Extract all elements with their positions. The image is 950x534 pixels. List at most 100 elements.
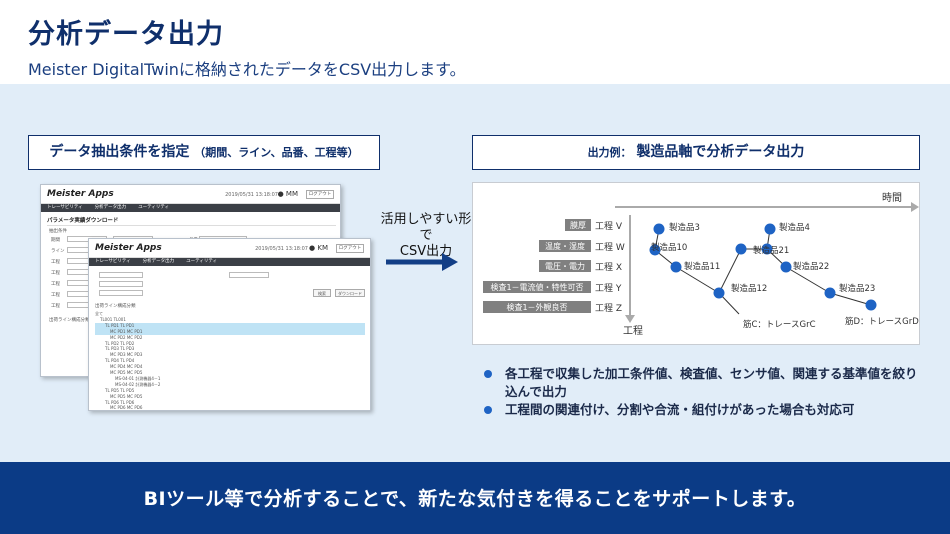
condition-select-3[interactable]: [99, 290, 143, 296]
app-nav: トレーサビリティ 分析データ出力 ユーティリティ: [41, 204, 340, 212]
field-label-period: 期間: [51, 238, 60, 243]
user-name: MM: [285, 190, 298, 198]
process-tag: 検査1－外観良否: [506, 302, 567, 312]
section-label: 抽出条件: [49, 229, 67, 234]
arrow-label: 活用しやすい形で CSV出力: [380, 212, 472, 260]
search-button[interactable]: 検索: [313, 289, 331, 297]
process-row-v: 膜厚 工程 V: [565, 219, 623, 232]
feature-item: 工程間の関連付け、分割や合流・組付けがあった場合も対応可: [482, 401, 922, 419]
tree-node[interactable]: TL PD3 TL PD3: [105, 346, 135, 352]
node-product-11: [670, 261, 682, 273]
trace-line: [675, 266, 720, 294]
feature-list: 各工程で収集した加工条件値、検査値、センサ値、関連する基準値を絞り込んで出力 工…: [482, 365, 922, 420]
condition-field-4[interactable]: [229, 272, 269, 278]
node-label: 製造品11: [684, 261, 720, 272]
tree-node[interactable]: TL PD1 TL PD1: [95, 322, 365, 329]
logout-button[interactable]: ログアウト: [306, 190, 334, 199]
nav-item-traceability[interactable]: トレーサビリティ: [47, 205, 83, 210]
field-label-process-5: 工程: [51, 304, 60, 309]
tree-node[interactable]: MC PD5 MC PD5: [110, 370, 143, 375]
app-datetime: 2019/05/31 13:18:07: [255, 246, 308, 252]
logout-button[interactable]: ログアウト: [336, 244, 364, 253]
condition-select-2[interactable]: [99, 281, 143, 287]
trace-diagram-svg: 時間 工程 膜厚 工程 V 温度・湿度 工程 W 電圧・電力 工程 X 検査1－…: [483, 192, 919, 337]
feature-item: 各工程で収集した加工条件値、検査値、センサ値、関連する基準値を絞り込んで出力: [482, 365, 922, 400]
nav-item-analysis-output[interactable]: 分析データ出力: [94, 205, 127, 210]
process-tag-bg: [539, 260, 591, 272]
node-label: 製造品22: [793, 261, 829, 272]
field-label-line: ライン: [51, 249, 65, 254]
app-header: Meister Apps 2019/05/31 13:18:07 ● MM ログ…: [41, 185, 340, 204]
trace-label-d: 筋D：トレースGrD: [845, 316, 919, 327]
process-label: 工程 W: [595, 242, 625, 253]
tree-node[interactable]: TL PD6 TL PD6: [105, 399, 135, 405]
process-axis-arrow-icon: [625, 315, 635, 323]
header: 分析データ出力 Meister DigitalTwinに格納されたデータをCSV…: [0, 0, 950, 84]
tree-node[interactable]: TL PD5 TL PD5: [105, 387, 135, 393]
process-tag-bg: [539, 240, 591, 252]
time-axis-arrow-icon: [911, 202, 919, 212]
nav-item-utility[interactable]: ユーティリティ: [186, 259, 218, 264]
tree-node[interactable]: MC PD5 MC PD5: [110, 393, 143, 399]
node-label: 製造品12: [731, 283, 767, 294]
tree-node[interactable]: MS-04-01 計測機器4－1: [115, 375, 161, 381]
tree-node[interactable]: 全て: [95, 311, 103, 316]
tree-node[interactable]: MC PD4 MC PD4: [110, 364, 143, 370]
condition-label: データ抽出条件を指定: [49, 144, 190, 160]
process-tag: 膜厚: [570, 220, 586, 230]
field-label-process-4: 工程: [51, 293, 60, 298]
tree-node[interactable]: TL PD2 TL PD2: [105, 340, 135, 346]
tree-node[interactable]: MC PD6 MC PD6: [110, 405, 143, 411]
node-product-4: [764, 223, 776, 235]
node-label: 製造品3: [669, 222, 700, 233]
tree-node[interactable]: TL001 TL001: [100, 316, 126, 322]
trace-label-c: 筋C：トレースGrC: [743, 319, 816, 330]
nav-item-utility[interactable]: ユーティリティ: [138, 205, 170, 210]
tree-node[interactable]: MS-04-02 計測機器4－2: [115, 381, 161, 387]
user-icon[interactable]: ● KM: [309, 244, 328, 252]
nav-item-traceability[interactable]: トレーサビリティ: [95, 259, 131, 264]
node-label: 製造品23: [839, 283, 875, 294]
node-product-12: [713, 287, 725, 299]
tree-label: 出荷ライン構成分類: [95, 304, 136, 309]
tree-node[interactable]: MC PD1 MC PD1: [95, 328, 365, 335]
app-logo: Meister Apps: [95, 243, 162, 253]
process-label: 工程 Z: [595, 303, 622, 314]
node-label: 製造品10: [651, 242, 687, 253]
process-label: 工程 X: [595, 262, 622, 273]
node-product-21: [761, 243, 773, 255]
footer-banner: BIツール等で分析することで、新たな気付きを得ることをサポートします。: [0, 462, 950, 534]
screenshot-tree-page: Meister Apps 2019/05/31 13:18:07 ● KM ログ…: [88, 238, 371, 411]
download-button[interactable]: ダウンロード: [335, 289, 365, 297]
tree-node[interactable]: TL PD4 TL PD4: [105, 358, 135, 364]
tree-node[interactable]: MC PD2 MC PD2: [110, 334, 143, 340]
process-label: 工程 Y: [595, 283, 622, 294]
process-tag: 検査1－電流値・特性可否: [490, 282, 583, 292]
time-axis-label: 時間: [882, 192, 902, 204]
process-tag-bg: [565, 219, 591, 231]
tree-node[interactable]: MC PD3 MC PD3: [110, 352, 143, 358]
app-header: Meister Apps 2019/05/31 13:18:07 ● KM ログ…: [89, 239, 370, 258]
process-label: 工程 V: [595, 221, 623, 232]
node-product-22: [780, 261, 792, 273]
process-row-x: 電圧・電力 工程 X: [539, 260, 622, 273]
node-product-23: [865, 299, 877, 311]
condition-select-1[interactable]: [99, 272, 143, 278]
node-product-3: [653, 223, 665, 235]
user-icon[interactable]: ● MM: [277, 190, 298, 198]
process-row-y: 検査1－電流値・特性可否 工程 Y: [483, 281, 622, 294]
app-nav: トレーサビリティ 分析データ出力 ユーティリティ: [89, 258, 370, 266]
output-example-box: 出力例： 製造品軸で分析データ出力: [472, 135, 920, 170]
download-page-title: パラメータ実績ダウンロード: [47, 218, 119, 224]
field-label-process-1: 工程: [51, 260, 60, 265]
condition-box: データ抽出条件を指定 （期間、ライン、品番、工程等）: [28, 135, 380, 170]
nav-item-analysis-output[interactable]: 分析データ出力: [142, 259, 175, 264]
page-title: 分析データ出力: [28, 19, 224, 50]
process-tag: 電圧・電力: [545, 261, 585, 271]
page-subtitle: Meister DigitalTwinに格納されたデータをCSV出力します。: [28, 60, 466, 79]
user-name: KM: [317, 244, 328, 252]
output-example-label: 製造品軸で分析データ出力: [636, 144, 805, 160]
trace-nodes: [649, 223, 877, 311]
output-example-diagram: 時間 工程 膜厚 工程 V 温度・湿度 工程 W 電圧・電力 工程 X 検査1－…: [472, 182, 920, 345]
app-logo: Meister Apps: [47, 189, 114, 199]
